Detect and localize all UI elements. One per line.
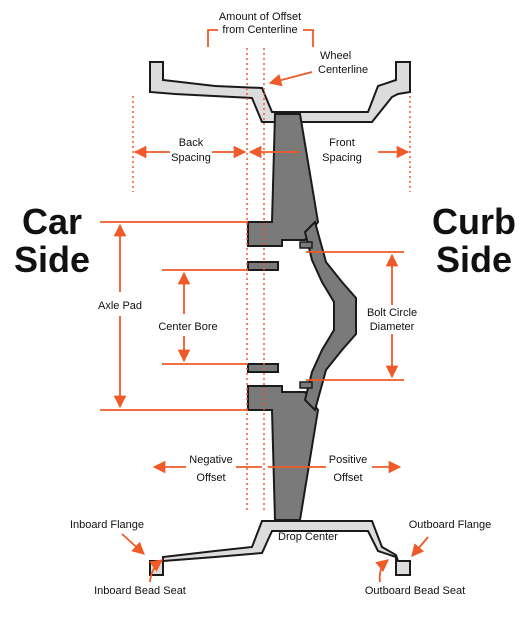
upper-bore-plate: [247, 261, 279, 271]
inboard-flange-pointer: [121, 533, 145, 555]
positive-offset-label-2: Offset: [333, 472, 362, 484]
wheel-cross-section: [149, 61, 411, 576]
lower-bore-plate: [247, 363, 279, 373]
wheel-centerline-label: Wheel: [320, 50, 351, 62]
hub-face: [303, 220, 357, 412]
offset-amount-label-2: from Centerline: [222, 24, 297, 36]
reference-lines: [132, 48, 411, 510]
lower-lug-stud: [299, 381, 313, 389]
outboard-flange-pointer: [411, 536, 429, 557]
bolt-circle-label: Bolt Circle: [367, 307, 417, 319]
curb-side-title: Curb: [432, 201, 516, 242]
inboard-flange-label: Inboard Flange: [70, 519, 144, 531]
outboard-bead-seat-pointer: [375, 559, 389, 583]
top-rim: [149, 61, 411, 123]
back-spacing-label-2: Spacing: [171, 152, 211, 164]
centerline-pointer: [268, 71, 313, 87]
lower-spoke: [247, 385, 320, 521]
front-spacing-label: Front: [329, 137, 355, 149]
upper-spoke: [247, 113, 320, 247]
negative-offset-label: Negative: [189, 454, 232, 466]
center-bore-label: Center Bore: [158, 321, 217, 333]
outboard-flange-label: Outboard Flange: [409, 519, 492, 531]
offset-bracket: [207, 29, 314, 47]
inboard-bead-seat-label: Inboard Bead Seat: [94, 585, 186, 597]
bolt-circle-label-2: Diameter: [370, 321, 415, 333]
curb-side-title-2: Side: [436, 239, 512, 280]
dimension-lines: [100, 29, 429, 583]
car-side-title: Car: [22, 201, 82, 242]
back-spacing-label: Back: [179, 137, 204, 149]
negative-offset-label-2: Offset: [196, 472, 225, 484]
wheel-centerline-label-2: Centerline: [318, 64, 368, 76]
axle-pad-label: Axle Pad: [98, 300, 142, 312]
front-spacing-label-2: Spacing: [322, 152, 362, 164]
bottom-rim: [149, 520, 411, 576]
labels: Amount of Offset from Centerline Wheel C…: [14, 11, 516, 597]
outboard-bead-seat-label: Outboard Bead Seat: [365, 585, 465, 597]
car-side-title-2: Side: [14, 239, 90, 280]
upper-lug-stud: [299, 241, 313, 249]
positive-offset-label: Positive: [329, 454, 368, 466]
drop-center-label: Drop Center: [278, 531, 338, 543]
inboard-bead-seat-pointer: [149, 559, 164, 583]
offset-amount-label: Amount of Offset: [219, 11, 301, 23]
